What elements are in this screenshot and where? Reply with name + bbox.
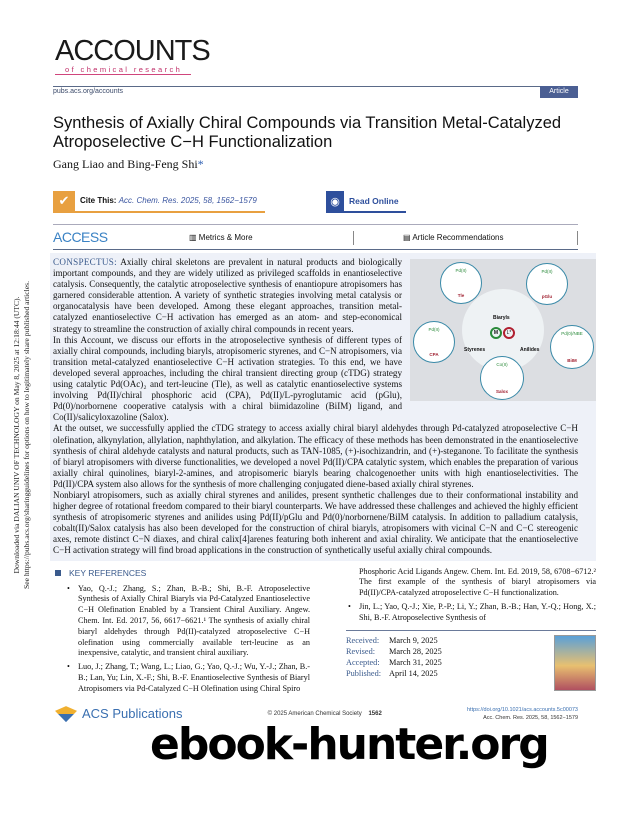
citation-link[interactable]: Acc. Chem. Res. 2025, 58, 1562−1579 xyxy=(118,196,257,205)
conspectus-paragraph: At the outset, we successfully applied t… xyxy=(53,423,578,489)
history-row: Received:March 9, 2025 Revised:March 28,… xyxy=(346,629,596,691)
access-label: ACCESS xyxy=(53,229,108,245)
right-column: Phosphoric Acid Ligands Angew. Chem. Int… xyxy=(346,567,596,698)
reference-item: Yao, Q.-J.; Zhang, S.; Zhan, B.-B.; Shi,… xyxy=(65,584,310,660)
lower-columns: KEY REFERENCES Yao, Q.-J.; Zhang, S.; Zh… xyxy=(50,567,596,698)
page-footer: ACS Publications © 2025 American Chemica… xyxy=(50,706,596,723)
acs-publications-logo: ACS Publications xyxy=(55,706,182,723)
footer-doi: https://doi.org/10.1021/acs.accounts.5c0… xyxy=(467,706,578,721)
article-title: Synthesis of Axially Chiral Compounds vi… xyxy=(53,114,562,151)
conspectus-paragraph: Nonbiaryl atropisomers, such as axially … xyxy=(53,489,578,556)
left-column: KEY REFERENCES Yao, Q.-J.; Zhang, S.; Zh… xyxy=(55,567,310,698)
conspectus: Biaryls Styrenes Anilides M L* Pd(II)Tle… xyxy=(50,253,596,561)
access-bar: ACCESS ▥ Metrics & More ▤ Article Recomm… xyxy=(53,224,578,250)
main-flow: Biaryls Styrenes Anilides M L* Pd(II)Tle… xyxy=(50,253,596,768)
reference-list: Yao, Q.-J.; Zhang, S.; Zhan, B.-B.; Shi,… xyxy=(55,584,310,695)
reference-item: Luo, J.; Zhang, T.; Wang, L.; Liao, G.; … xyxy=(65,662,310,694)
catalyst-circle: Pd(II)pGlu xyxy=(526,263,568,305)
copyright: © 2025 American Chemical Society 1562 xyxy=(267,710,382,717)
recommendations-button[interactable]: ▤ Article Recommendations xyxy=(403,233,504,242)
metrics-button[interactable]: ▥ Metrics & More xyxy=(189,233,253,242)
article-type-badge: Article xyxy=(540,86,578,98)
divider xyxy=(577,231,578,245)
conspectus-paragraph: In this Account, we discuss our efforts … xyxy=(53,334,402,423)
history-dates: Received:March 9, 2025 Revised:March 28,… xyxy=(346,635,442,679)
reference-list: Phosphoric Acid Ligands Angew. Chem. Int… xyxy=(346,567,596,624)
key-references-heading: KEY REFERENCES xyxy=(55,567,310,579)
authors: Gang Liao and Bing-Feng Shi* xyxy=(53,157,204,171)
bar-chart-icon: ▥ xyxy=(189,233,197,242)
reference-item: Jin, L.; Yao, Q.-J.; Xie, P.-P.; Li, Y.;… xyxy=(346,602,596,624)
watermark: ebook-hunter.org xyxy=(150,719,550,771)
toc-graphic: Biaryls Styrenes Anilides M L* Pd(II)Tle… xyxy=(410,259,596,401)
conspectus-paragraph: CONSPECTUS: Axially chiral skeletons are… xyxy=(53,257,402,334)
divider xyxy=(353,231,354,245)
catalyst-circle: Pd(II)Tle xyxy=(440,262,482,304)
check-icon: ✔ xyxy=(53,191,75,213)
journal-logo: ACCOUNTS of chemical research xyxy=(55,35,211,75)
doi-link[interactable]: https://doi.org/10.1021/acs.accounts.5c0… xyxy=(467,706,578,713)
catalyst-circle: Pd(II)CPA xyxy=(413,321,455,363)
download-notice: Downloaded via DALIAN UNIV OF TECHNOLOGY… xyxy=(12,281,31,589)
journal-url[interactable]: pubs.acs.org/accounts xyxy=(53,88,124,95)
corresponding-author-link[interactable]: * xyxy=(197,157,204,171)
cite-this-box[interactable]: ✔ Cite This: Acc. Chem. Res. 2025, 58, 1… xyxy=(53,191,265,213)
globe-icon: ◉ xyxy=(326,191,344,213)
header-divider xyxy=(53,86,578,87)
catalyst-circle: Co(II)Salox xyxy=(480,356,524,400)
reference-continuation: Phosphoric Acid Ligands Angew. Chem. Int… xyxy=(359,566,596,598)
acs-logo-icon xyxy=(55,706,77,723)
read-online-button[interactable]: ◉ Read Online xyxy=(326,191,406,213)
square-icon xyxy=(55,569,61,576)
document-icon: ▤ xyxy=(403,233,411,242)
journal-cover-image[interactable] xyxy=(554,634,596,691)
